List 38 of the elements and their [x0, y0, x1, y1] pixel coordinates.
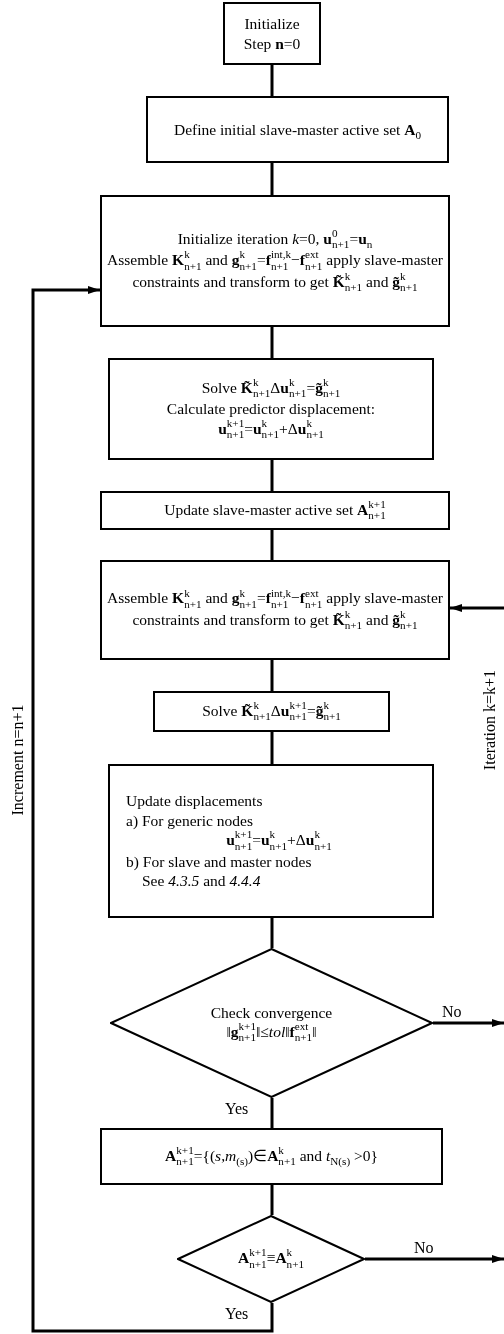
node-text: Update displacements — [126, 791, 263, 811]
connector-line — [270, 65, 274, 96]
connector-line — [270, 1098, 274, 1128]
process-box — [108, 358, 434, 460]
connector-line — [270, 530, 274, 560]
connector-line — [270, 660, 274, 691]
connector-line — [270, 1185, 274, 1215]
node-text: a) For generic nodes — [126, 810, 253, 831]
arrow — [31, 286, 274, 1333]
node-text: Check convergence — [210, 1002, 333, 1022]
node-text: ‖g$^{k+1}$$_{n+1}$‖≤tol‖f$^{ext}$$_{n+1}$‖ — [226, 1021, 317, 1044]
node-text: Initialize Step n=0 — [242, 14, 302, 53]
connector-line — [270, 163, 274, 195]
arrow — [433, 1019, 504, 1027]
node-text: b) For slave and master nodes — [126, 851, 312, 872]
process-box — [100, 195, 450, 327]
node-text: See 4.3.5 and 4.4.4 — [142, 871, 261, 891]
process-box — [223, 2, 321, 65]
connector-line — [270, 918, 274, 948]
arrow — [450, 604, 504, 612]
connector-line — [270, 460, 274, 491]
process-box — [100, 1128, 443, 1185]
connector-line — [270, 327, 274, 358]
decision-diamond — [177, 1215, 365, 1303]
arrow — [365, 1255, 504, 1263]
node-text: A$^{k+1}$$_{n+1}$={(s,m$_{(s)}$)∈A$^{k}$$_{n+1}$ and t$_{N(s)}$ >0} — [165, 1145, 378, 1168]
rotated-label: Iteration k=k+1 — [482, 669, 498, 771]
process-box — [108, 764, 434, 918]
decision-diamond — [110, 948, 433, 1098]
node-text: Calculate predictor displacement: — [166, 399, 376, 419]
process-box — [100, 491, 450, 530]
node-text: Initialize iteration k=0, u$^{0}$$_{n+1}$=u$_{n}$ — [176, 228, 374, 251]
node-text: Define initial slave-master active set A$_{0}$ — [172, 119, 422, 140]
process-box — [100, 560, 450, 660]
rotated-label: Increment n=n+1 — [10, 704, 26, 816]
connector-line — [270, 732, 274, 764]
process-box — [146, 96, 449, 163]
process-box — [153, 691, 390, 732]
